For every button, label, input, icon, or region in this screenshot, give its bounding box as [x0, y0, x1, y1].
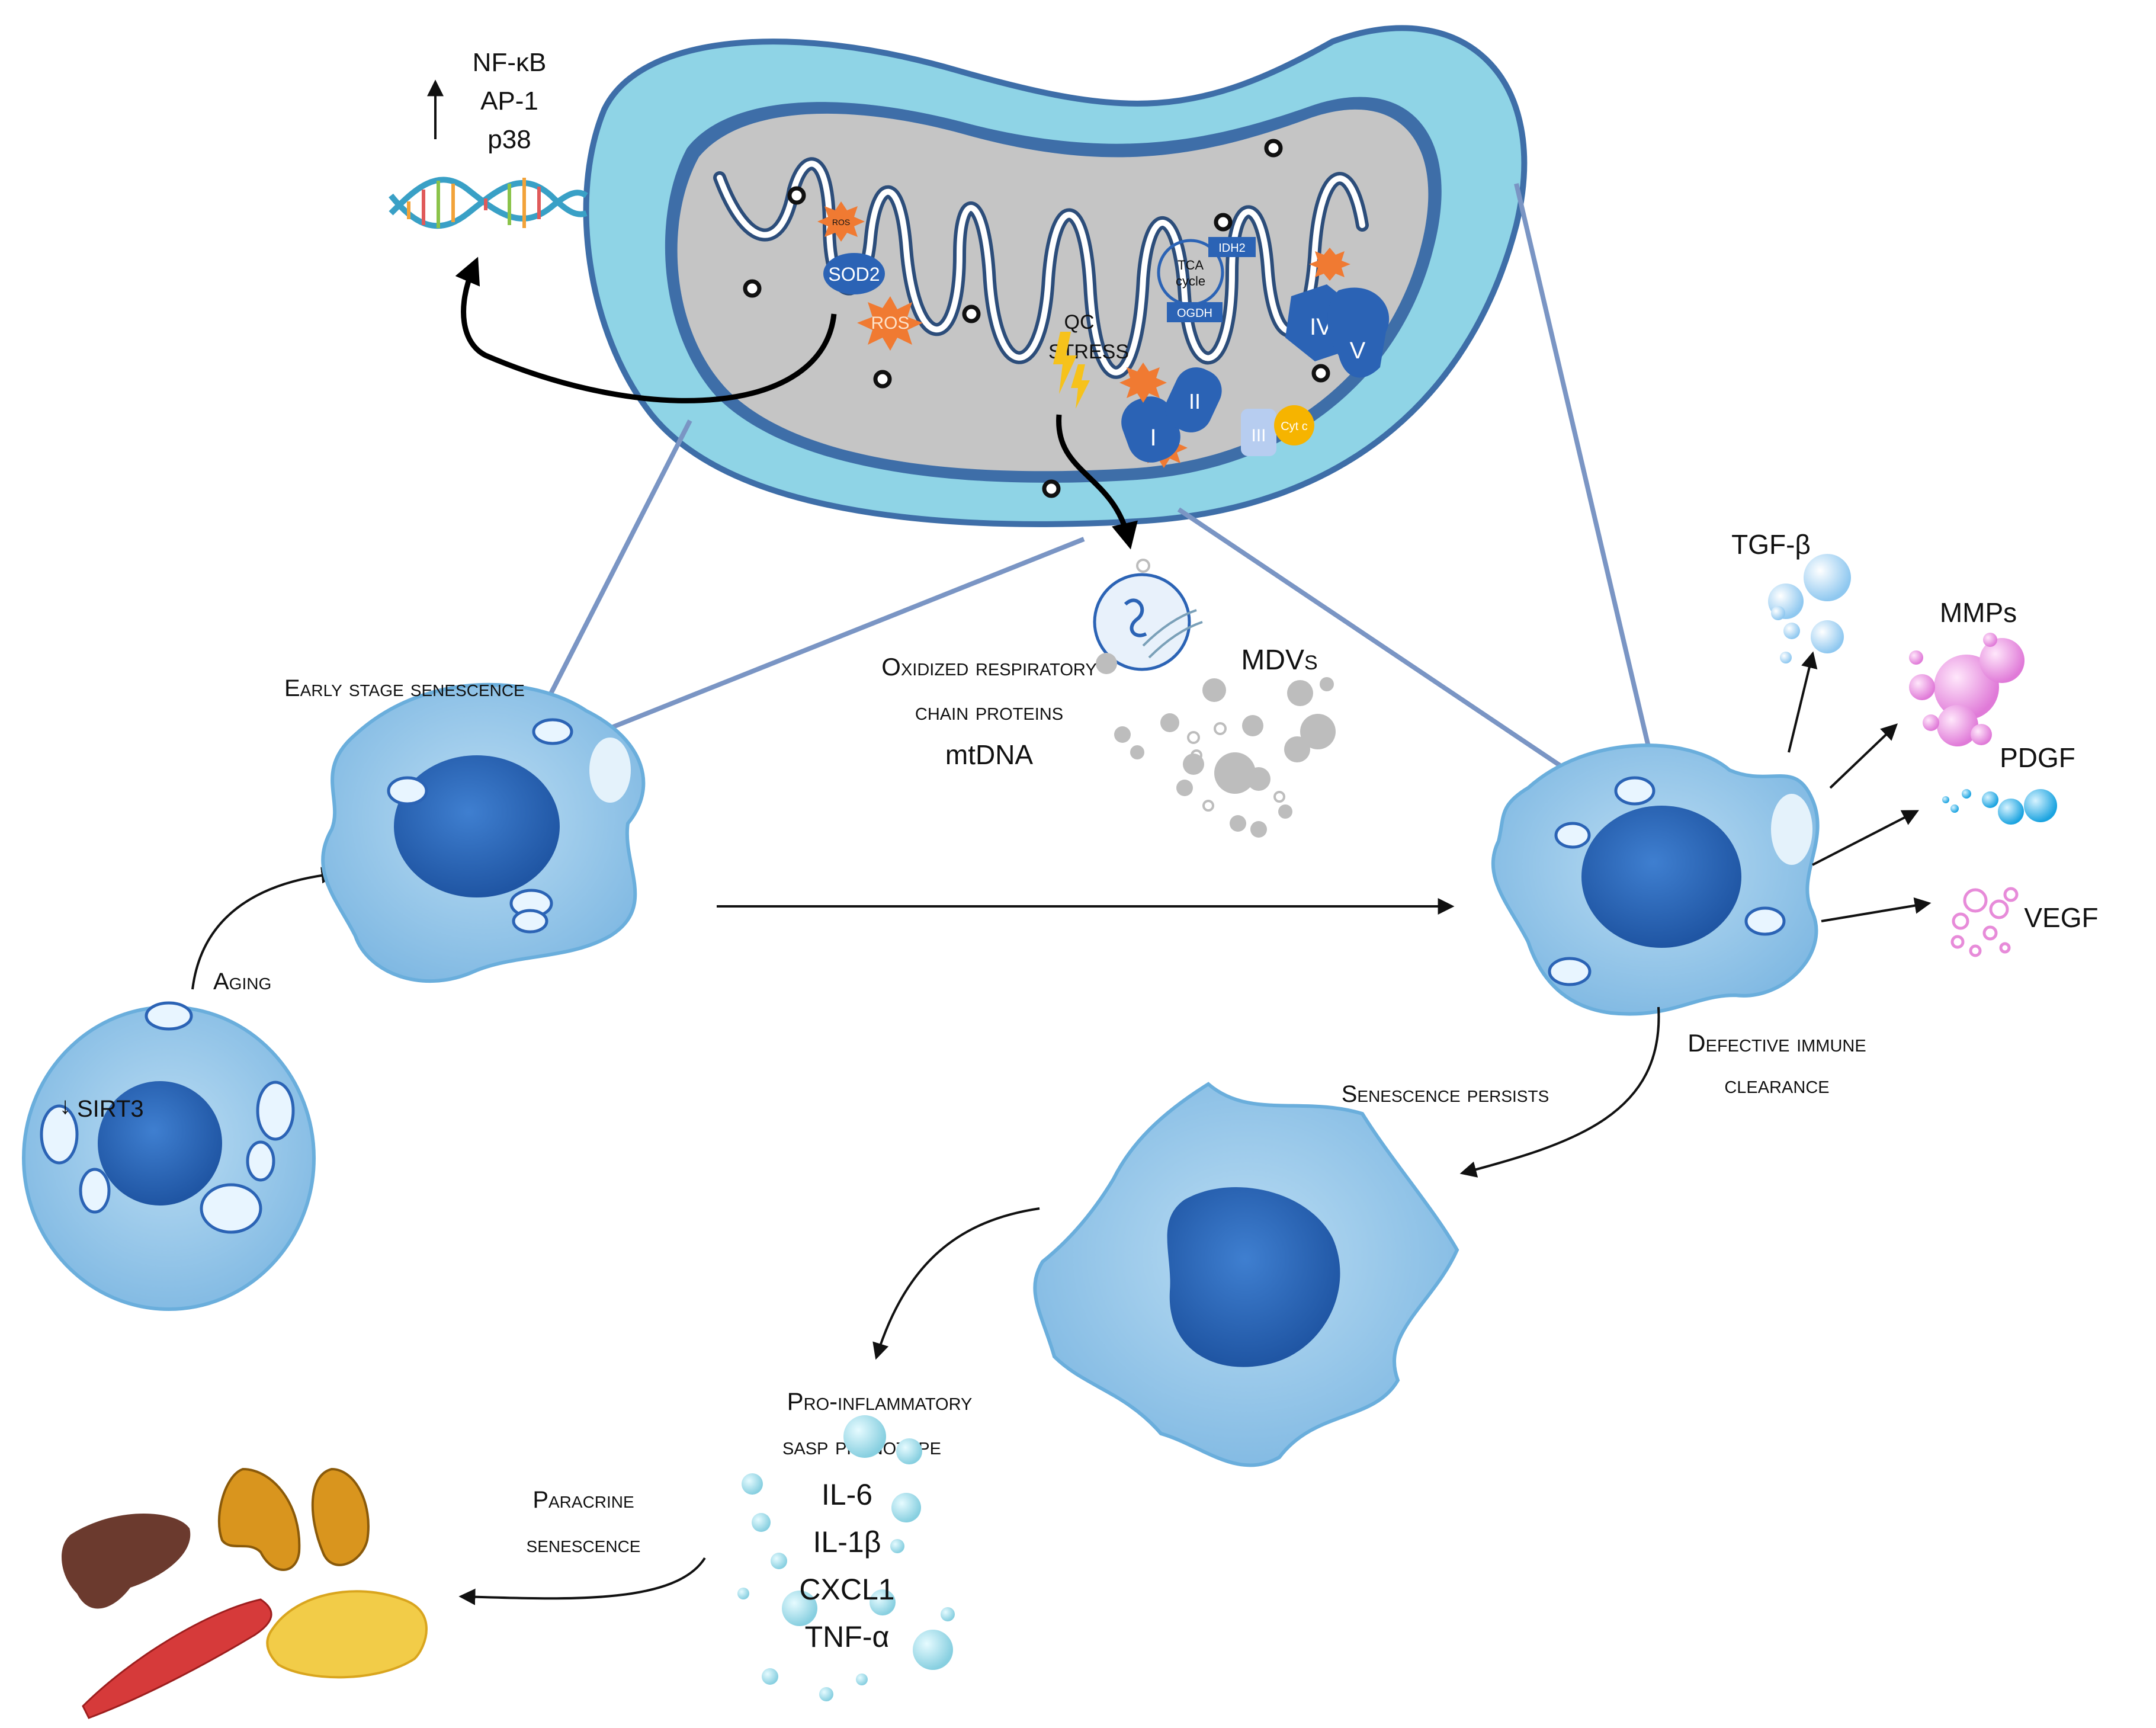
complex-ii-label: II	[1189, 389, 1201, 413]
tgfb-bubbles	[1768, 554, 1851, 663]
dna-helix-icon	[389, 177, 588, 229]
ogdh-label: OGDH	[1177, 307, 1212, 320]
persistent-senescent-cell	[1033, 1082, 1459, 1467]
signal-arrow	[455, 257, 837, 403]
mito-granules	[743, 139, 1330, 498]
aging-arrow	[191, 867, 338, 990]
sirt3-down-arrow: ↓	[59, 1093, 71, 1119]
ros-small-label: ROS	[832, 217, 850, 227]
sasp-tnfa: TNF-α	[805, 1620, 890, 1653]
complex-v-label: V	[1350, 338, 1366, 364]
lightning-icon-2	[1071, 364, 1090, 409]
sasp-cxcl1: CXCL1	[799, 1573, 894, 1606]
vegf-bubbles	[1950, 887, 2019, 957]
pdgf-bubbles	[1942, 789, 2057, 825]
sod2-label: SOD2	[828, 264, 880, 285]
mitochondrion	[583, 25, 1528, 527]
paracrine-line2: senescence	[527, 1531, 641, 1557]
sasp-il1b: IL-1β	[813, 1525, 881, 1559]
paracrine-arrow	[458, 1557, 706, 1605]
sasp-il6: IL-6	[822, 1478, 872, 1511]
tgfb-label: TGF-β	[1731, 529, 1811, 560]
mdvs-label: MDVs	[1241, 645, 1317, 676]
early-stage-label: Early stage senescence	[284, 675, 525, 701]
defective-line1: Defective immune	[1687, 1029, 1866, 1057]
cytc-label: Cyt c	[1281, 420, 1308, 433]
proinflammatory-line1: Pro-inflammatory	[787, 1387, 973, 1415]
ros-label: ROS	[871, 313, 909, 333]
mmps-bubbles	[1909, 633, 2025, 746]
paracrine-line1: Paracrine	[532, 1487, 634, 1513]
aging-label: Aging	[213, 969, 271, 995]
muscle-icon	[82, 1598, 272, 1719]
lightning-icon	[1053, 332, 1077, 394]
early-senescent-cell	[321, 682, 646, 983]
ap1-label: AP-1	[480, 86, 538, 116]
mmps-label: MMPs	[1940, 597, 2017, 628]
sod2-enzyme: SOD2	[823, 253, 885, 294]
qc-stress: QC STRESS	[1048, 311, 1167, 409]
clearance-arrow	[1459, 1006, 1660, 1178]
oxidized-line2: chain proteins	[915, 697, 1063, 725]
tca-cycle-label: cycle	[1176, 274, 1205, 288]
ros-burst-small: ROS	[817, 201, 865, 242]
ros-burst: ROS	[857, 296, 923, 351]
tca-cycle: TCA cycle IDH2 OGDH	[1157, 237, 1256, 322]
liver-icon	[61, 1514, 191, 1609]
adipose-tissue-icon	[266, 1590, 428, 1679]
mdv-release-arrow	[1056, 414, 1138, 550]
sasp-arrow	[872, 1207, 1040, 1360]
respiratory-chain: I II III Cyt c IV V	[1121, 248, 1390, 468]
complex-iii-label: III	[1251, 426, 1266, 445]
oxidized-line1: Oxidized respiratory	[881, 653, 1096, 681]
defective-line2: clearance	[1724, 1070, 1829, 1098]
idh2-label: IDH2	[1218, 242, 1246, 255]
complex-i-label: I	[1150, 425, 1156, 451]
healthy-cell	[22, 1001, 316, 1311]
late-senescent-cell	[1491, 743, 1820, 1016]
tca-label: TCA	[1178, 258, 1204, 272]
sirt3-label: SIRT3	[77, 1096, 144, 1122]
sasp-bubbles	[737, 1415, 955, 1701]
pdgf-label: PDGF	[2000, 742, 2075, 773]
zoom-lines	[537, 183, 1655, 802]
nfkb-label: NF-κB	[473, 48, 547, 77]
factor-arrows	[1788, 651, 1932, 922]
senescence-persists-label: Senescence persists	[1342, 1081, 1549, 1107]
adrenal-glands-icon	[217, 1467, 370, 1571]
vegf-label: VEGF	[2024, 902, 2098, 933]
mtdna-label: mtDNA	[945, 739, 1034, 770]
p38-label: p38	[487, 125, 531, 154]
mdv-vesicles	[1093, 559, 1336, 838]
qc-label: QC	[1064, 311, 1095, 334]
